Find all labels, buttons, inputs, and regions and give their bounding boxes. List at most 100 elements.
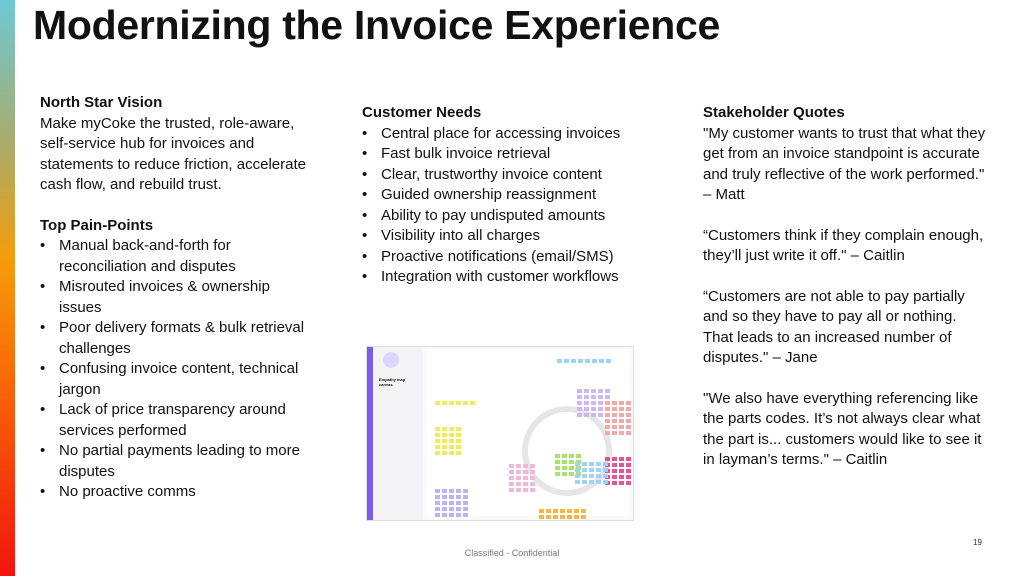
sticky-note — [456, 513, 461, 517]
sticky-note — [523, 482, 528, 486]
sticky-note — [598, 401, 603, 405]
sticky-note — [435, 513, 440, 517]
sticky-note — [463, 501, 468, 505]
sticky-note — [582, 468, 587, 472]
pain-points-list: Manual back-and-forth for reconciliation… — [40, 236, 340, 503]
sticky-note — [562, 472, 567, 476]
sticky-note — [470, 401, 475, 405]
sticky-note — [619, 469, 624, 473]
left-column: North Star Vision Make myCoke the truste… — [40, 93, 340, 503]
sticky-note — [442, 489, 447, 493]
sticky-note — [605, 425, 610, 429]
sticky-note — [591, 413, 596, 417]
list-item: Integration with customer workflows — [362, 267, 662, 288]
sticky-note — [612, 475, 617, 479]
sticky-note — [633, 475, 634, 479]
sticky-note — [633, 469, 634, 473]
sticky-note — [626, 469, 631, 473]
list-item: Clear, trustworthy invoice content — [362, 165, 662, 186]
sticky-note — [612, 463, 617, 467]
sticky-note — [605, 395, 610, 399]
sticky-note — [463, 489, 468, 493]
sticky-note — [456, 489, 461, 493]
sticky-note — [539, 515, 544, 519]
quote: "We also have everything referencing lik… — [703, 389, 982, 469]
sticky-note — [456, 501, 461, 505]
sticky-note — [435, 507, 440, 511]
sticky-note — [562, 454, 567, 458]
sticky-note — [516, 488, 521, 492]
sticky-note — [619, 481, 624, 485]
sticky-note — [589, 474, 594, 478]
sticky-note — [605, 401, 610, 405]
sticky-note — [577, 395, 582, 399]
middle-column: Customer Needs Central place for accessi… — [362, 103, 662, 288]
sticky-note — [449, 501, 454, 505]
thumbnail-title: Empathy map canvas — [379, 377, 406, 387]
sticky-note — [605, 431, 610, 435]
thumbnail-sidebar: Empathy map canvas — [373, 347, 423, 520]
sticky-note — [555, 460, 560, 464]
sticky-note — [577, 413, 582, 417]
sticky-note — [605, 389, 610, 393]
sticky-note — [575, 468, 580, 472]
sticky-note — [574, 509, 579, 513]
sticky-note — [577, 401, 582, 405]
sticky-note — [456, 445, 461, 449]
sticky-note — [612, 481, 617, 485]
sticky-note — [584, 395, 589, 399]
sticky-note — [581, 509, 586, 513]
sticky-note — [442, 513, 447, 517]
sticky-note — [449, 507, 454, 511]
sticky-note — [575, 474, 580, 478]
list-item: Confusing invoice content, technical jar… — [40, 359, 339, 400]
sticky-note — [449, 489, 454, 493]
sticky-note — [509, 470, 514, 474]
sticky-note — [584, 389, 589, 393]
sticky-note — [591, 407, 596, 411]
sticky-note — [598, 395, 603, 399]
sticky-note — [435, 427, 440, 431]
head-silhouette-icon — [522, 406, 612, 496]
sticky-note — [619, 413, 624, 417]
sticky-note — [603, 474, 608, 478]
sticky-note — [435, 501, 440, 505]
sticky-note — [626, 419, 631, 423]
sticky-note — [449, 451, 454, 455]
sticky-note — [598, 389, 603, 393]
quote: "My customer wants to trust that what th… — [703, 124, 986, 204]
sticky-note — [523, 476, 528, 480]
sticky-note — [560, 515, 565, 519]
sticky-note — [456, 427, 461, 431]
sticky-note — [612, 413, 617, 417]
sticky-note — [596, 474, 601, 478]
sticky-note — [626, 401, 631, 405]
sticky-note — [449, 445, 454, 449]
sticky-note — [555, 472, 560, 476]
sticky-note — [633, 481, 634, 485]
sticky-note — [619, 431, 624, 435]
sticky-note — [564, 359, 569, 363]
sticky-note — [435, 451, 440, 455]
list-item: Proactive notifications (email/SMS) — [362, 247, 662, 268]
sticky-note — [456, 433, 461, 437]
sticky-note — [582, 474, 587, 478]
sticky-note — [442, 501, 447, 505]
sticky-note — [584, 401, 589, 405]
sticky-note — [633, 419, 634, 423]
sticky-note — [435, 489, 440, 493]
sticky-note — [633, 463, 634, 467]
sticky-note — [577, 389, 582, 393]
sticky-note — [509, 476, 514, 480]
sticky-note — [619, 401, 624, 405]
sticky-note — [577, 407, 582, 411]
sticky-note — [612, 425, 617, 429]
sticky-note — [442, 451, 447, 455]
sticky-note — [509, 482, 514, 486]
sticky-note — [605, 413, 610, 417]
sticky-note — [562, 466, 567, 470]
sticky-note — [562, 460, 567, 464]
sticky-note — [555, 466, 560, 470]
sticky-note — [619, 457, 624, 461]
list-item: Ability to pay undisputed amounts — [362, 206, 662, 227]
